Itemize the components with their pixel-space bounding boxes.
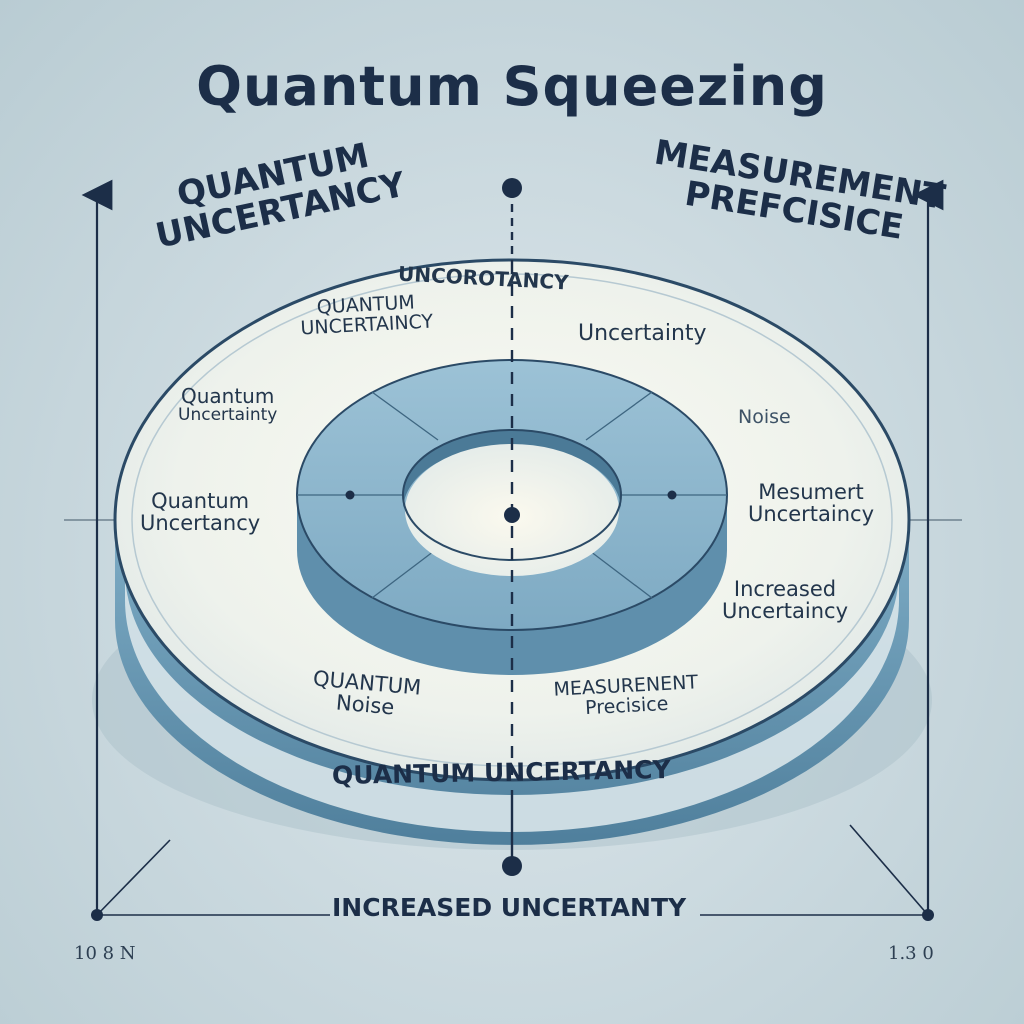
- ring-segment-ur: [585, 391, 653, 441]
- ring-segment-ll: [371, 547, 439, 599]
- ring-label-upper-left: QUANTUM UNCERTAINCY: [299, 291, 434, 340]
- left-axis-value: 10 8 N: [74, 943, 136, 964]
- left-axis-origin: [91, 909, 103, 921]
- hole-wall: [403, 430, 621, 510]
- bottom-label: INCREASED UNCERTANTY: [332, 893, 687, 922]
- ring-dot-right: [667, 490, 677, 500]
- axis-dot-center: [504, 507, 520, 523]
- right-axis-diagonal: [849, 824, 929, 916]
- ring-label-lower-left: QUANTUM Noise: [312, 666, 423, 720]
- ring-label-left: Quantum Uncertancy: [140, 489, 261, 536]
- rim-label: QUANTUM UNCERTANCY: [331, 755, 671, 790]
- axis-dot-top: [502, 178, 522, 198]
- ring-label-right-lower: Increased Uncertaincy: [722, 577, 848, 624]
- right-axis-value: 1.3 0: [888, 943, 934, 964]
- right-axis-origin: [922, 909, 934, 921]
- left-axis-diagonal: [96, 839, 171, 916]
- ring-label-noise-right: Noise: [738, 406, 791, 428]
- diagram-title: Quantum Squeezing: [196, 55, 828, 118]
- ring-segment-ul: [371, 391, 439, 441]
- ring-label-right: Mesumert Uncertaincy: [748, 480, 874, 527]
- ring-label-lower-right: MEASURENENT Precisice: [552, 671, 699, 720]
- ring-label-upper-right: Uncertainty: [578, 321, 707, 346]
- disk-rim-band: [125, 570, 899, 832]
- ring-dot-left: [345, 490, 355, 500]
- ring-label-mid-left: Quantum Uncertainty: [178, 384, 278, 425]
- ring-segment-lr: [585, 547, 653, 599]
- axis-dot-bottom: [502, 856, 522, 876]
